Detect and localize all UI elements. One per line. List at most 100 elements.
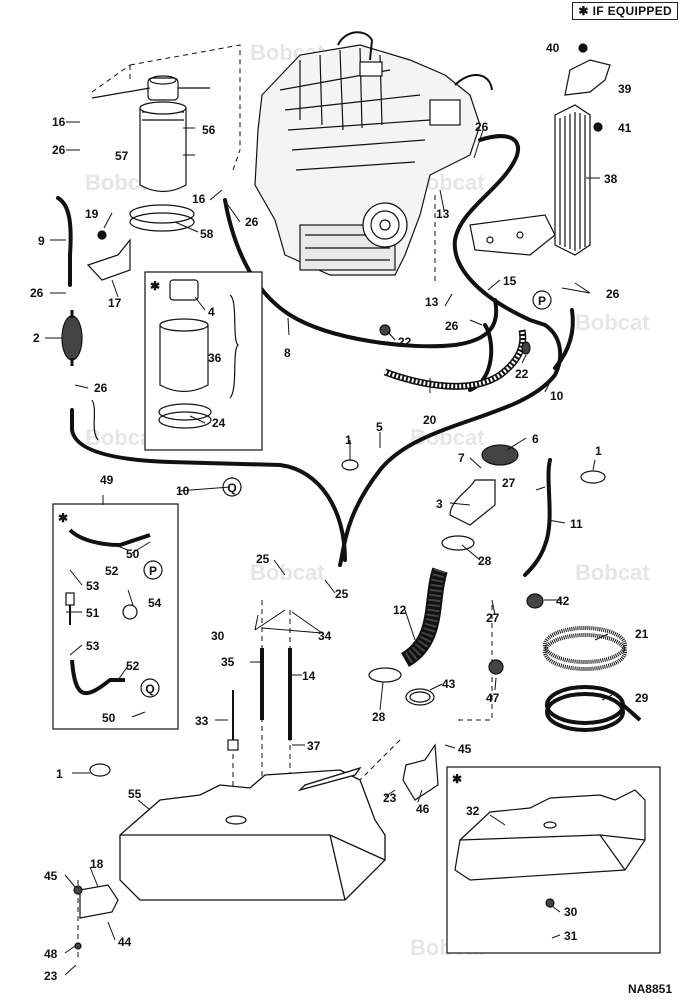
callout-labels: 16 26 56 57 58 16 26 9 19 26 17 2 26 4 3… (30, 41, 649, 983)
callout-50: 50 (126, 547, 140, 561)
fuel-hoses (56, 134, 575, 577)
callout-11: 11 (570, 517, 583, 531)
callout-37: 37 (307, 739, 321, 753)
callout-28: 28 (478, 554, 492, 568)
connector-p-label: P (538, 294, 546, 308)
callout-19: 19 (85, 207, 99, 221)
callout-leaders (45, 121, 613, 976)
filler-hose (400, 567, 448, 667)
callout-9: 9 (38, 234, 45, 248)
callout-27: 27 (486, 611, 500, 625)
callout-22: 22 (515, 367, 529, 381)
callout-6: 6 (532, 432, 539, 446)
callout-45: 45 (458, 742, 472, 756)
callout-18: 18 (90, 857, 104, 871)
callout-41: 41 (618, 121, 632, 135)
callout-14: 14 (302, 669, 316, 683)
inset-star-markers: ✱ ✱ ✱ (58, 279, 462, 786)
connector-p-marker (532, 290, 552, 310)
callout-22: 22 (398, 335, 412, 349)
callout-1: 1 (345, 433, 352, 447)
callout-51: 51 (86, 606, 100, 620)
callout-39: 39 (618, 82, 632, 96)
callout-16: 16 (52, 115, 66, 129)
fuel-cooler (554, 43, 611, 256)
callout-28: 28 (372, 710, 386, 724)
fuel-tank (119, 766, 386, 901)
connector-markers: P Q P Q (140, 290, 552, 698)
optional-tank-inset (446, 766, 661, 954)
connector-q-label: Q (227, 481, 236, 495)
callout-50: 50 (102, 711, 116, 725)
callout-26: 26 (445, 319, 459, 333)
figure-id: NA8851 (627, 982, 672, 996)
optional-filter-inset (91, 271, 263, 451)
connector-q-marker (140, 678, 160, 698)
callout-53: 53 (86, 639, 100, 653)
callout-27: 27 (502, 476, 516, 490)
callout-33: 33 (195, 714, 209, 728)
star-icon: ✱ (150, 279, 160, 293)
connector-p-marker (143, 560, 163, 580)
callout-10: 10 (550, 389, 564, 403)
if-equipped-label: IF EQUIPPED (592, 4, 672, 18)
callout-5: 5 (376, 420, 383, 434)
callout-31: 31 (564, 929, 578, 943)
callout-26: 26 (94, 381, 108, 395)
callout-52: 52 (105, 564, 119, 578)
callout-2: 2 (33, 331, 40, 345)
callout-7: 7 (458, 451, 465, 465)
callout-8: 8 (284, 346, 291, 360)
callout-34: 34 (318, 629, 332, 643)
callout-49: 49 (100, 473, 114, 487)
callout-40: 40 (546, 41, 560, 55)
callout-17: 17 (108, 296, 122, 310)
if-equipped-legend: ✱IF EQUIPPED (572, 2, 678, 20)
callout-26: 26 (52, 143, 66, 157)
callout-30: 30 (211, 629, 225, 643)
star-icon: ✱ (452, 772, 462, 786)
callout-21: 21 (635, 627, 649, 641)
callout-35: 35 (221, 655, 235, 669)
coiled-hoses (543, 626, 642, 732)
filter-bracket (86, 230, 131, 281)
callout-15: 15 (503, 274, 517, 288)
small-parts (73, 324, 606, 950)
callout-55: 55 (128, 787, 142, 801)
callout-58: 58 (200, 227, 214, 241)
callout-23: 23 (44, 969, 58, 983)
callout-1: 1 (595, 444, 602, 458)
star-icon: ✱ (58, 511, 68, 525)
callout-16: 16 (192, 192, 206, 206)
callout-25: 25 (335, 587, 349, 601)
callout-4: 4 (208, 305, 215, 319)
watermark: Bobcat (250, 560, 325, 585)
optional-line-inset (52, 503, 179, 730)
callout-45: 45 (44, 869, 58, 883)
star-icon: ✱ (578, 4, 589, 18)
connector-q-marker (222, 477, 242, 497)
callout-20: 20 (423, 413, 437, 427)
primer-bulb (61, 310, 83, 366)
callout-13: 13 (425, 295, 439, 309)
callout-30: 30 (564, 905, 578, 919)
callout-26: 26 (606, 287, 620, 301)
callout-53: 53 (86, 579, 100, 593)
watermark: Bobcat (575, 310, 650, 335)
mounting-bracket (469, 214, 556, 256)
callout-38: 38 (604, 172, 618, 186)
callout-57: 57 (115, 149, 129, 163)
callout-44: 44 (118, 935, 132, 949)
callout-13: 13 (436, 207, 450, 221)
callout-10: 10 (176, 484, 190, 498)
callout-1: 1 (56, 767, 63, 781)
callout-26: 26 (245, 215, 259, 229)
watermark: Bobcat (575, 560, 650, 585)
callout-29: 29 (635, 691, 649, 705)
callout-46: 46 (416, 802, 430, 816)
callout-12: 12 (393, 603, 407, 617)
callout-36: 36 (208, 351, 222, 365)
callout-23: 23 (383, 791, 397, 805)
callout-48: 48 (44, 947, 58, 961)
